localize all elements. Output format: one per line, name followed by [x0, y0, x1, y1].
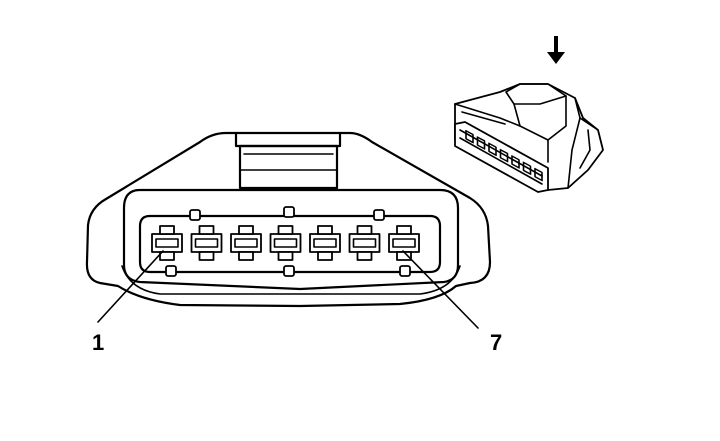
- iso-pin-1: [465, 129, 474, 144]
- pin-terminal-3: [230, 225, 262, 261]
- connector-latch-body: [238, 144, 339, 190]
- connector-lower-lip: [121, 265, 461, 295]
- iso-pin-6: [522, 161, 532, 176]
- iso-pin-row: [465, 129, 543, 182]
- iso-pin-2: [476, 136, 486, 150]
- pin-terminal-7: [388, 225, 420, 261]
- key-bump-bottom-left: [165, 265, 177, 277]
- pin-terminal-5: [309, 225, 341, 261]
- arrow-down-icon: [547, 36, 565, 64]
- connector-outer-housing: [85, 131, 492, 308]
- connector-inner-shroud: [122, 188, 460, 291]
- pin-terminal-4: [269, 225, 302, 261]
- pin-label-1: 1: [92, 330, 104, 355]
- key-bump-top-left: [189, 209, 201, 221]
- pin-label-7: 7: [490, 330, 502, 355]
- pin-cavity: [138, 214, 442, 274]
- iso-pin-5: [511, 155, 520, 169]
- leader-line-pin-7: [402, 250, 479, 329]
- key-bump-top-right: [373, 209, 385, 221]
- iso-pin-7: [534, 167, 543, 182]
- iso-pin-4: [499, 148, 509, 163]
- pin-terminal-1: [151, 225, 183, 261]
- key-bump-top-center: [283, 206, 295, 218]
- connector-latch: [234, 131, 342, 148]
- iso-pin-3: [488, 142, 497, 157]
- key-bump-bottom-right: [399, 265, 411, 277]
- leader-line-pin-1: [97, 250, 164, 323]
- pin-row: [151, 225, 420, 261]
- pin-terminal-2: [190, 225, 223, 261]
- key-bump-bottom-center: [283, 265, 295, 277]
- pin-terminal-6: [348, 225, 381, 261]
- connector-isometric-view: [454, 83, 604, 193]
- connector-front-view: 1 7: [85, 131, 502, 355]
